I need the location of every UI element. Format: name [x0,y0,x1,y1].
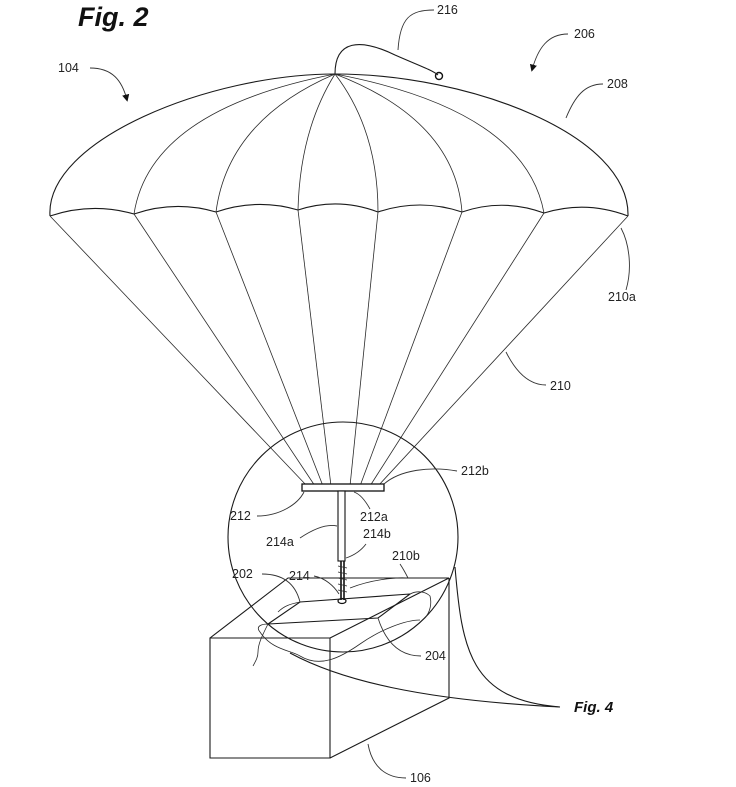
callout-line-upper [454,566,561,708]
suspension-lines [49,209,629,487]
label-214: 214 [289,569,310,583]
label-104: 104 [58,61,79,75]
label-212b: 212b [461,464,489,478]
label-212a: 212a [360,510,388,524]
label-214b: 214b [363,527,391,541]
label-208: 208 [607,77,628,91]
figure-title: Fig. 2 [78,2,149,32]
release-stem [337,490,346,562]
bridle-line [334,44,439,76]
package-box [209,577,450,759]
canopy [49,73,629,217]
connector-plate [301,483,385,492]
fig4-reference: Fig. 4 [574,699,614,716]
label-210a: 210a [608,290,636,304]
callout-line-lower [289,652,561,708]
label-216: 216 [437,3,458,17]
label-210b: 210b [392,549,420,563]
label-202: 202 [232,567,253,581]
label-214a: 214a [266,535,294,549]
label-106: 106 [410,771,431,785]
detail-circle [227,421,459,653]
label-210: 210 [550,379,571,393]
line-210b [349,577,409,589]
label-206: 206 [574,27,595,41]
bridle-end-ring [434,71,444,81]
label-204: 204 [425,649,446,663]
label-212: 212 [230,509,251,523]
